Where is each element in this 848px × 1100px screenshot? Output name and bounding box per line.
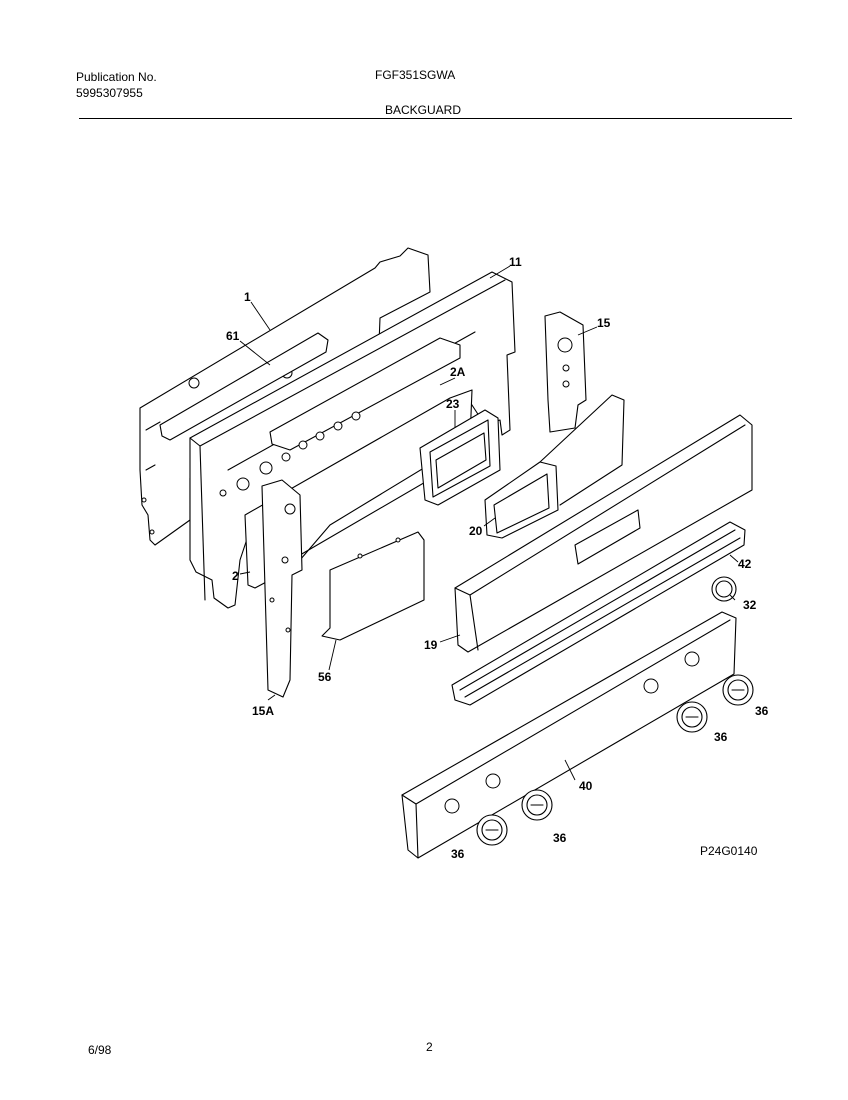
- callout-part-36: 36: [553, 831, 567, 845]
- footer-date: 6/98: [88, 1043, 112, 1057]
- heat-shield-part-56: [321, 531, 425, 641]
- leader-lines: [239, 265, 739, 781]
- callout-part-19: 19: [424, 638, 438, 652]
- timer-bezel-part-23: [419, 409, 501, 506]
- knob-part-36: [676, 701, 708, 733]
- section-title: BACKGUARD: [385, 103, 462, 117]
- bracket-part-2A: [269, 337, 461, 451]
- control-panel-part-19: [454, 414, 753, 653]
- callout-part-36: 36: [755, 704, 769, 718]
- callout-part-1: 1: [244, 290, 251, 304]
- callout-part-42: 42: [738, 557, 752, 571]
- knob-part-36: [521, 789, 553, 821]
- manifold-panel-part-40: [401, 611, 737, 859]
- control-board-part-20: [484, 394, 625, 539]
- callout-part-36: 36: [714, 730, 728, 744]
- insulation-part-61: [159, 332, 329, 441]
- knob-part-36: [722, 674, 754, 706]
- callout-part-61: 61: [226, 329, 240, 343]
- callout-part-20: 20: [469, 524, 483, 538]
- callout-part-40: 40: [579, 779, 593, 793]
- callout-part-23: 23: [446, 397, 460, 411]
- callout-part-2A: 2A: [450, 365, 466, 379]
- publication-number: 5995307955: [76, 86, 143, 100]
- figure-code: P24G0140: [700, 844, 758, 858]
- callout-part-15A: 15A: [252, 704, 274, 718]
- side-bracket-part-15: [544, 311, 587, 433]
- header-rule: [79, 118, 792, 119]
- callout-part-56: 56: [318, 670, 332, 684]
- model-number: FGF351SGWA: [375, 68, 456, 82]
- callout-part-36: 36: [451, 847, 465, 861]
- publication-label: Publication No.: [76, 70, 157, 84]
- knob-part-36: [476, 814, 508, 846]
- callout-part-32: 32: [743, 598, 757, 612]
- trim-strip-part-42: [451, 521, 746, 706]
- page-number: 2: [426, 1040, 433, 1054]
- callout-part-2: 2: [232, 569, 239, 583]
- callout-part-11: 11: [509, 255, 522, 269]
- callout-part-15: 15: [597, 316, 611, 330]
- side-bracket-part-15A: [261, 479, 303, 698]
